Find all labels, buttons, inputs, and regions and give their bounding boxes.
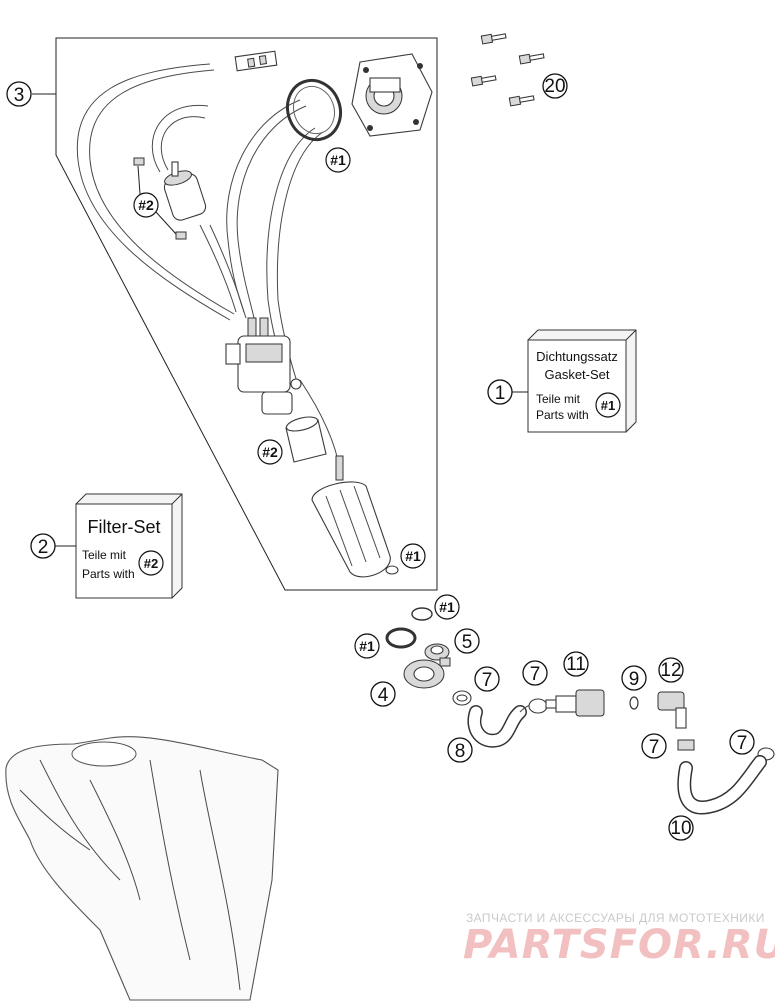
filter-set-ref: #2	[144, 556, 158, 571]
svg-text:#1: #1	[405, 548, 421, 564]
svg-text:20: 20	[544, 76, 565, 97]
callout-7c: 7	[641, 733, 667, 759]
svg-text:9: 9	[629, 669, 640, 690]
callout-1: 1	[487, 379, 513, 405]
svg-text:8: 8	[455, 741, 466, 762]
clamp-7b	[528, 698, 548, 714]
callout-12: 12	[658, 657, 684, 683]
svg-text:2: 2	[38, 537, 49, 558]
gasket-set-line2: Parts with	[536, 408, 589, 422]
hose-8	[467, 704, 537, 748]
hose-clip	[133, 157, 145, 166]
wiring-connector	[234, 50, 278, 72]
ref-marker-1: #1	[354, 633, 380, 659]
quick-connector-11	[545, 689, 605, 717]
svg-text:1: 1	[495, 383, 506, 404]
clamp-7c	[677, 739, 695, 751]
svg-text:7: 7	[649, 737, 660, 758]
svg-text:12: 12	[660, 660, 681, 681]
svg-text:#1: #1	[359, 638, 375, 654]
svg-text:4: 4	[378, 685, 389, 706]
o-ring-9	[629, 696, 639, 710]
callout-20: 20	[542, 73, 568, 99]
callout-11: 11	[563, 651, 589, 677]
callout-7b: 7	[522, 660, 548, 686]
svg-text:#2: #2	[138, 197, 154, 213]
svg-text:7: 7	[737, 733, 748, 754]
watermark-tagline: ЗАПЧАСТИ И АКСЕССУАРЫ ДЛЯ МОТОТЕХНИКИ	[466, 911, 765, 925]
gasket-set-line1: Teile mit	[536, 392, 581, 406]
pump-flange	[351, 53, 433, 137]
callout-7d: 7	[729, 729, 755, 755]
watermark-logo: PARTSFOR.RU	[463, 922, 775, 968]
hose-clip	[175, 231, 187, 240]
svg-text:5: 5	[462, 632, 473, 653]
gasket-set-ref: #1	[601, 398, 615, 413]
fuel-tank	[5, 736, 279, 1001]
svg-text:#1: #1	[439, 599, 455, 615]
inline-filter	[163, 161, 207, 221]
svg-text:7: 7	[530, 664, 541, 685]
gasket-set-box: Dichtungssatz Gasket-Set Teile mit Parts…	[527, 329, 637, 433]
pump-housing	[225, 317, 302, 415]
valve-part-5	[424, 643, 451, 667]
filter-sleeve	[285, 416, 327, 463]
pump-assembly-frame	[55, 37, 438, 591]
svg-text:#2: #2	[262, 444, 278, 460]
svg-text:3: 3	[14, 85, 25, 106]
filter-set-box: Filter-Set Teile mit Parts with #2	[75, 493, 183, 599]
gasket-set-title-de: Dichtungssatz	[536, 349, 618, 364]
callout-10: 10	[668, 815, 694, 841]
callout-2: 2	[30, 533, 56, 559]
ref-marker-2: #2	[133, 192, 159, 218]
flange-screws	[470, 33, 545, 107]
elbow-connector-12	[657, 691, 687, 729]
pump-hoses	[76, 63, 341, 471]
ref-marker-2: #2	[257, 439, 283, 465]
callout-9: 9	[621, 665, 647, 691]
filter-set-title: Filter-Set	[87, 517, 160, 537]
callout-3: 3	[6, 81, 32, 107]
ref-marker-1: #1	[434, 594, 460, 620]
svg-text:#1: #1	[330, 152, 346, 168]
ref-marker-1: #1	[325, 147, 351, 173]
gasket-set-title-en: Gasket-Set	[544, 367, 609, 382]
ref-marker-1: #1	[400, 543, 426, 569]
callout-8: 8	[447, 737, 473, 763]
filter-set-line2: Parts with	[82, 567, 135, 581]
fuel-pump	[311, 455, 399, 578]
svg-text:10: 10	[670, 818, 691, 839]
o-rings	[385, 607, 433, 649]
grommet-part-4	[403, 659, 445, 689]
callout-7a: 7	[474, 666, 500, 692]
svg-text:7: 7	[482, 670, 493, 691]
svg-text:11: 11	[566, 654, 586, 675]
hose-10	[677, 755, 767, 815]
flange-gasket-ring	[286, 78, 342, 142]
filter-set-line1: Teile mit	[82, 548, 127, 562]
callout-5: 5	[454, 628, 480, 654]
callout-4: 4	[370, 681, 396, 707]
clamp-7a	[452, 690, 472, 706]
